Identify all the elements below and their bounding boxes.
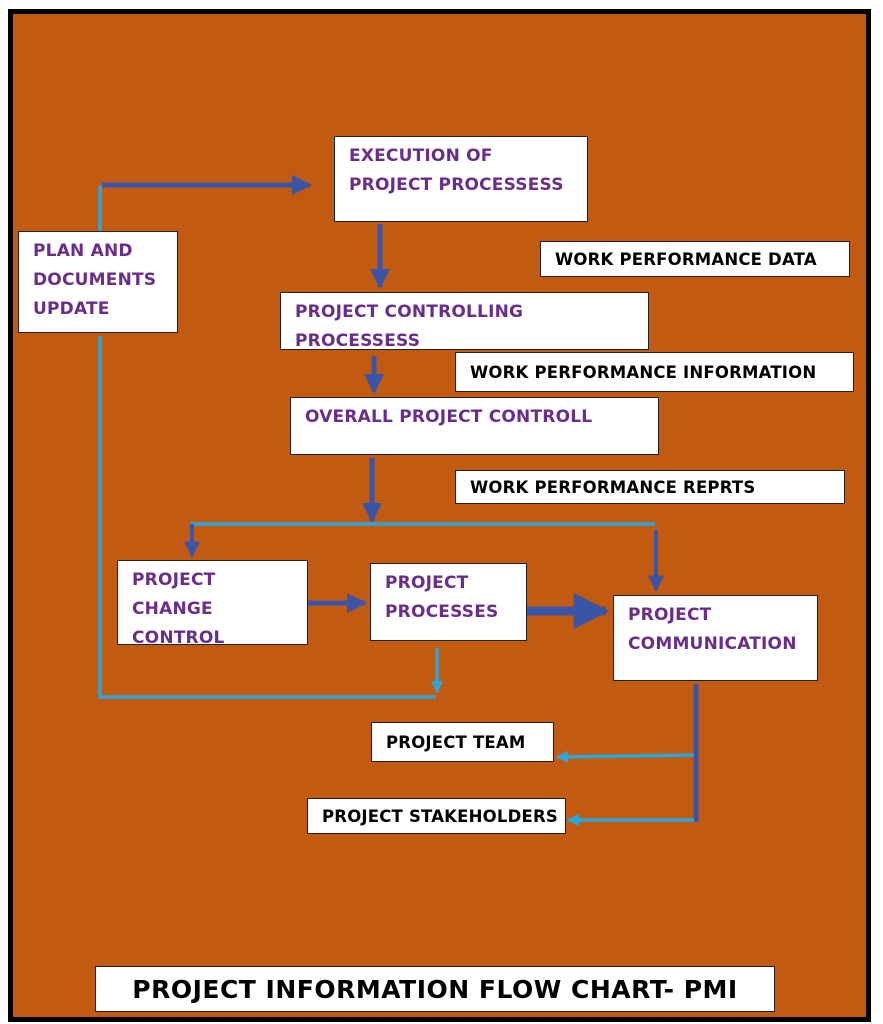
work-performance-reports-label: WORK PERFORMANCE REPRTS (455, 470, 845, 504)
overall-control-text: OVERALL PROJECT CONTROLL (305, 407, 593, 427)
plan-documents-box: PLAN AND DOCUMENTS UPDATE (18, 231, 178, 333)
feedback-loop-line (98, 336, 436, 699)
execution-text: EXECUTION OF PROJECT PROCESSESS (349, 146, 564, 195)
controlling-box: PROJECT CONTROLLING PROCESSESS (280, 292, 649, 351)
project-stakeholders-label: PROJECT STAKEHOLDERS (307, 798, 566, 834)
processes-text: PROJECT PROCESSES (385, 573, 499, 622)
processes-box: PROJECT PROCESSES (370, 563, 527, 641)
change-control-box: PROJECT CHANGE CONTROL (117, 560, 308, 648)
work-performance-information-label: WORK PERFORMANCE INFORMATION (455, 352, 854, 392)
plan-documents-text: PLAN AND DOCUMENTS UPDATE (33, 241, 157, 319)
controlling-text: PROJECT CONTROLLING PROCESSESS (295, 302, 524, 351)
project-team-label: PROJECT TEAM (371, 722, 554, 762)
work-performance-data-label: WORK PERFORMANCE DATA (540, 241, 850, 277)
chart-title: PROJECT INFORMATION FLOW CHART- PMI (95, 966, 775, 1012)
overall-control-box: OVERALL PROJECT CONTROLL (290, 397, 659, 455)
communication-box: PROJECT COMMUNICATION (613, 595, 818, 681)
communication-text: PROJECT COMMUNICATION (628, 605, 797, 654)
to-project-team-arrow (555, 750, 695, 763)
execution-box: EXECUTION OF PROJECT PROCESSESS (334, 136, 588, 222)
change-control-text: PROJECT CHANGE CONTROL (132, 570, 225, 648)
